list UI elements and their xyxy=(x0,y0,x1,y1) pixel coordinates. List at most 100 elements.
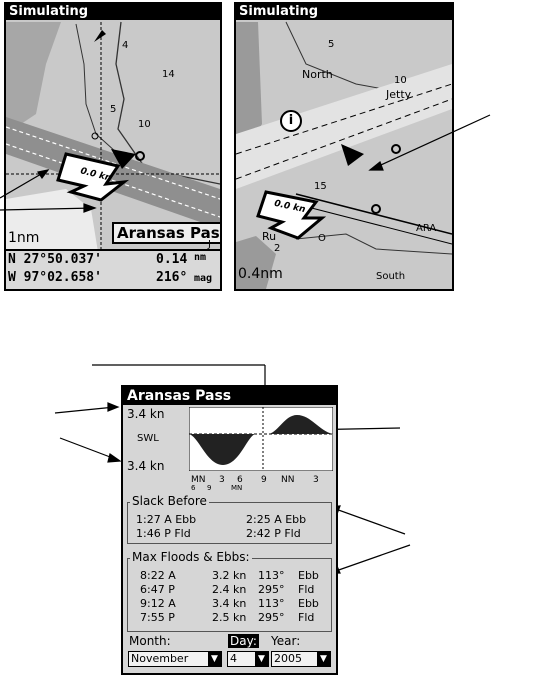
slack-title: Slack Before xyxy=(130,494,209,508)
right-jetty-line xyxy=(295,193,452,235)
max-direction: 113° xyxy=(258,597,285,610)
right-buoy-icon xyxy=(391,144,401,154)
right-place-label: North xyxy=(302,68,333,81)
chevron-down-icon[interactable]: ▼ xyxy=(208,652,221,666)
distance-value: 0.14 xyxy=(156,252,188,267)
longitude-readout: W 97°02.658' xyxy=(8,270,102,285)
left-speed-arrow xyxy=(56,152,130,202)
max-time: 6:47 P xyxy=(140,583,175,596)
right-depth-label: 10 xyxy=(394,75,407,86)
left-channel-dash xyxy=(6,143,220,218)
tide-x-tick: 3 xyxy=(219,475,225,485)
tide-graph xyxy=(189,407,333,471)
tide-top-label: 3.4 kn xyxy=(127,407,165,421)
max-floods-ebbs-group: Max Floods & Ebbs: 8:22 A 3.2 kn 113° Eb… xyxy=(127,550,332,632)
month-label: Month: xyxy=(129,634,171,648)
slack-entry: 2:25 A Ebb xyxy=(246,513,307,526)
tide-info-screen: Aransas Pass 3.4 kn SWL 3.4 kn MN 3 6 9 … xyxy=(121,385,338,675)
tide-x-tick: MN xyxy=(191,475,206,485)
left-land-shape xyxy=(6,22,61,134)
callout-line xyxy=(54,406,116,414)
left-marker-icon xyxy=(94,30,106,42)
info-icon[interactable]: i xyxy=(280,110,302,132)
month-select[interactable]: November ▼ xyxy=(128,651,222,667)
right-place-label: Jetty xyxy=(386,88,412,101)
bearing-unit: mag xyxy=(194,273,213,284)
slack-before-group: Slack Before 1:27 A Ebb 2:25 A Ebb 1:46 … xyxy=(127,494,332,544)
left-place-mark: J xyxy=(208,239,211,250)
max-type: Fld xyxy=(298,583,315,596)
tide-title: Aransas Pass xyxy=(123,387,336,405)
right-channel-dash xyxy=(236,83,452,155)
left-title: Simulating xyxy=(6,4,220,20)
callout-arrowhead xyxy=(83,203,97,213)
max-time: 8:22 A xyxy=(140,569,176,582)
max-speed: 3.4 kn xyxy=(212,597,247,610)
slack-entry: 1:46 P Fld xyxy=(136,527,191,540)
distance-unit: nm xyxy=(194,252,207,263)
callout-line xyxy=(332,544,411,573)
chevron-down-icon[interactable]: ▼ xyxy=(317,652,330,666)
right-place-label: Ru xyxy=(262,230,277,243)
tide-flood-curve xyxy=(269,415,333,434)
max-speed: 3.2 kn xyxy=(212,569,247,582)
tide-x-subtick: 6 xyxy=(191,484,196,492)
right-map-graphic xyxy=(236,21,452,289)
tide-x-tick: 6 xyxy=(237,475,243,485)
max-type: Ebb xyxy=(298,569,319,582)
max-time: 9:12 A xyxy=(140,597,176,610)
left-coordinate-panel: N 27°50.037' 0.14 nm W 97°02.658' 216° m… xyxy=(6,249,220,289)
right-place-label: South xyxy=(376,271,406,282)
max-speed: 2.5 kn xyxy=(212,611,247,624)
callout-line xyxy=(369,114,491,171)
right-scale-label: 0.4nm xyxy=(238,266,283,282)
right-map-screen: Simulating 5 10 15 2 North Jetty ARA Ru … xyxy=(234,2,454,291)
day-select[interactable]: 4 ▼ xyxy=(227,651,269,667)
right-contour-line xyxy=(295,233,452,255)
left-depth-label: 5 xyxy=(110,104,117,115)
day-label: Day: xyxy=(228,634,259,648)
tide-mid-label: SWL xyxy=(137,433,159,444)
callout-line xyxy=(0,207,96,211)
tide-x-subtick: 9 xyxy=(207,484,212,492)
max-direction: 113° xyxy=(258,569,285,582)
right-speed-arrow xyxy=(256,190,327,240)
right-channel-band xyxy=(236,64,452,189)
right-title: Simulating xyxy=(236,4,452,20)
tide-bottom-label: 3.4 kn xyxy=(127,459,165,473)
right-position-arrow xyxy=(341,144,364,166)
year-select-value: 2005 xyxy=(274,652,302,665)
bearing-value: 216° xyxy=(156,270,188,285)
left-position-arrow xyxy=(111,149,136,169)
latitude-readout: N 27°50.037' xyxy=(8,252,102,267)
max-type: Fld xyxy=(298,611,315,624)
year-select[interactable]: 2005 ▼ xyxy=(271,651,331,667)
callout-arrowhead xyxy=(37,169,50,180)
slack-entry: 1:27 A Ebb xyxy=(136,513,197,526)
left-buoy-icon xyxy=(135,151,145,161)
tide-x-tick: 3 xyxy=(313,475,319,485)
tide-ebb-curve xyxy=(189,434,255,465)
callout-arrowhead xyxy=(107,402,120,412)
left-channel-dash xyxy=(6,126,220,200)
right-channel-dash xyxy=(236,98,452,180)
right-depth-label: 5 xyxy=(328,39,335,50)
tide-x-tick: NN xyxy=(281,475,295,485)
max-direction: 295° xyxy=(258,583,285,596)
chevron-down-icon[interactable]: ▼ xyxy=(255,652,268,666)
right-buoy-icon xyxy=(371,204,381,214)
info-icon-glyph: i xyxy=(288,113,294,128)
max-time: 7:55 P xyxy=(140,611,175,624)
max-title: Max Floods & Ebbs: xyxy=(130,550,252,564)
year-label: Year: xyxy=(271,634,301,648)
right-depth-label: 15 xyxy=(314,181,327,192)
callout-arrowhead xyxy=(368,161,384,171)
month-select-value: November xyxy=(131,652,189,665)
tide-x-tick: 9 xyxy=(261,475,267,485)
tide-x-subtick: MN xyxy=(231,484,243,492)
slack-entry: 2:42 P Fld xyxy=(246,527,301,540)
left-depth-label: 10 xyxy=(138,119,151,130)
callout-arrowhead xyxy=(107,453,122,463)
day-select-value: 4 xyxy=(230,652,237,665)
callout-line xyxy=(332,507,406,535)
